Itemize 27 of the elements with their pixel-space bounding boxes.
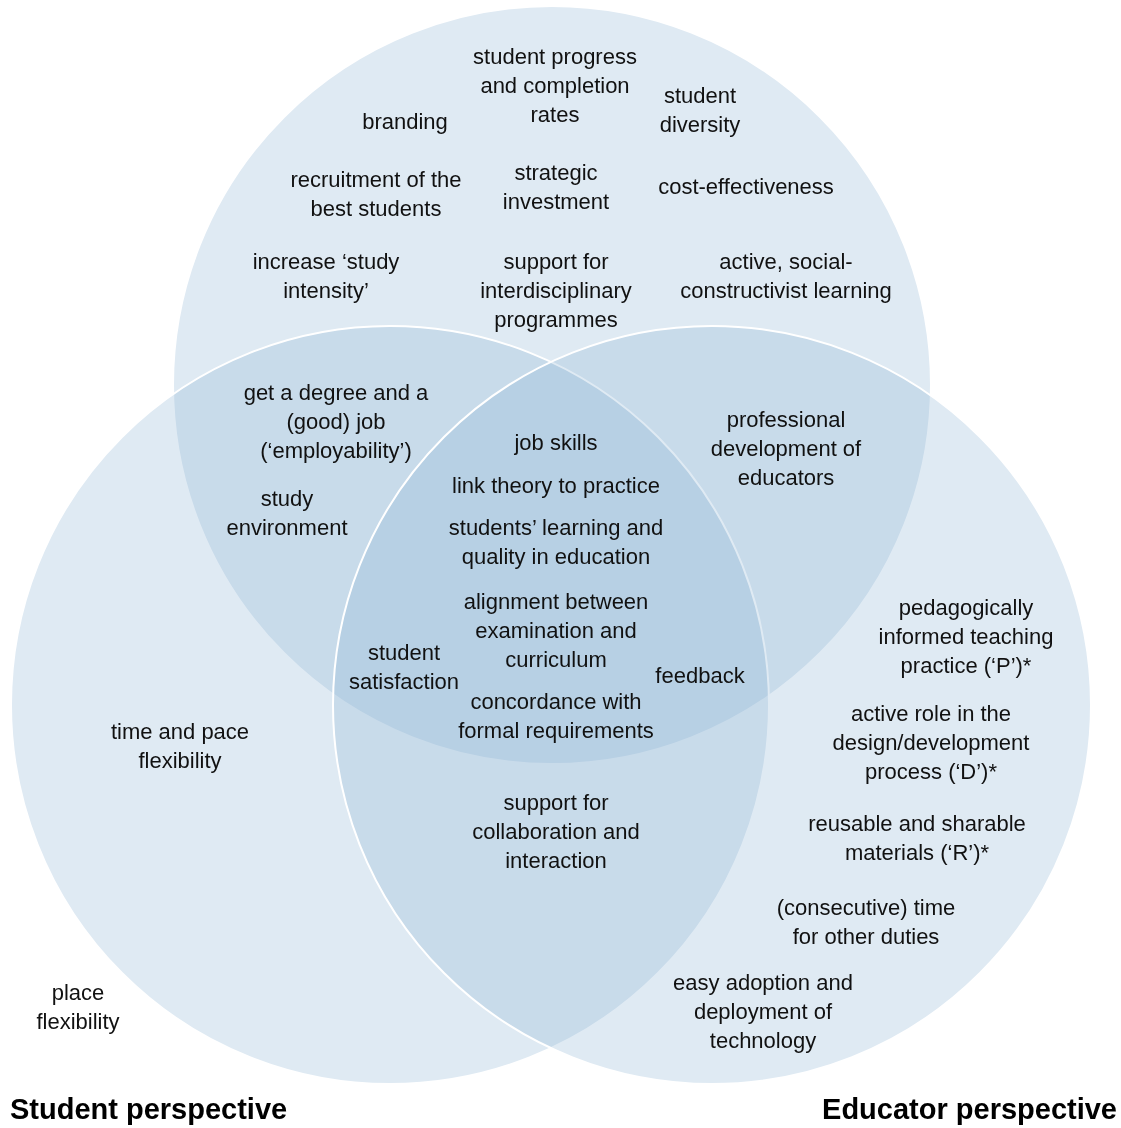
region-label: active role in the design/development process (‘D’)* [831, 699, 1031, 786]
region-label: easy adoption and deployment of technology [672, 968, 854, 1055]
region-label: branding [362, 107, 448, 136]
region-label: professional development of educators [709, 405, 863, 492]
region-label: strategic investment [501, 159, 611, 216]
region-label: study environment [225, 485, 349, 542]
region-label: cost-effectiveness [658, 172, 834, 201]
region-label: link theory to practice [452, 471, 660, 500]
region-label: (consecutive) time for other duties [775, 894, 957, 951]
region-label: feedback [655, 661, 745, 690]
perspective-heading: Student perspective [10, 1093, 288, 1126]
region-label: recruitment of the best students [289, 166, 463, 223]
region-label: reusable and sharable materials (‘R’)* [807, 810, 1027, 867]
region-label: job skills [514, 428, 598, 457]
region-label: support for interdisciplinary programmes [479, 247, 633, 334]
region-label: place flexibility [35, 979, 121, 1036]
region-label: time and pace flexibility [109, 718, 251, 775]
region-label: active, social-constructivist learning [679, 248, 893, 305]
region-label: students’ learning and quality in education [447, 514, 665, 571]
region-label: get a degree and a (good) job (‘employability’) [242, 378, 430, 465]
region-label: alignment between examination and curriculum [462, 587, 650, 674]
region-label: pedagogically informed teaching practice (‘P’)* [877, 593, 1055, 680]
region-label: increase ‘study intensity’ [251, 248, 401, 305]
region-label: student diversity [658, 82, 742, 139]
perspective-heading: Educator perspective [822, 1093, 1117, 1126]
region-label: student progress and completion rates [472, 42, 638, 129]
region-label: support for collaboration and interaction [471, 788, 641, 875]
